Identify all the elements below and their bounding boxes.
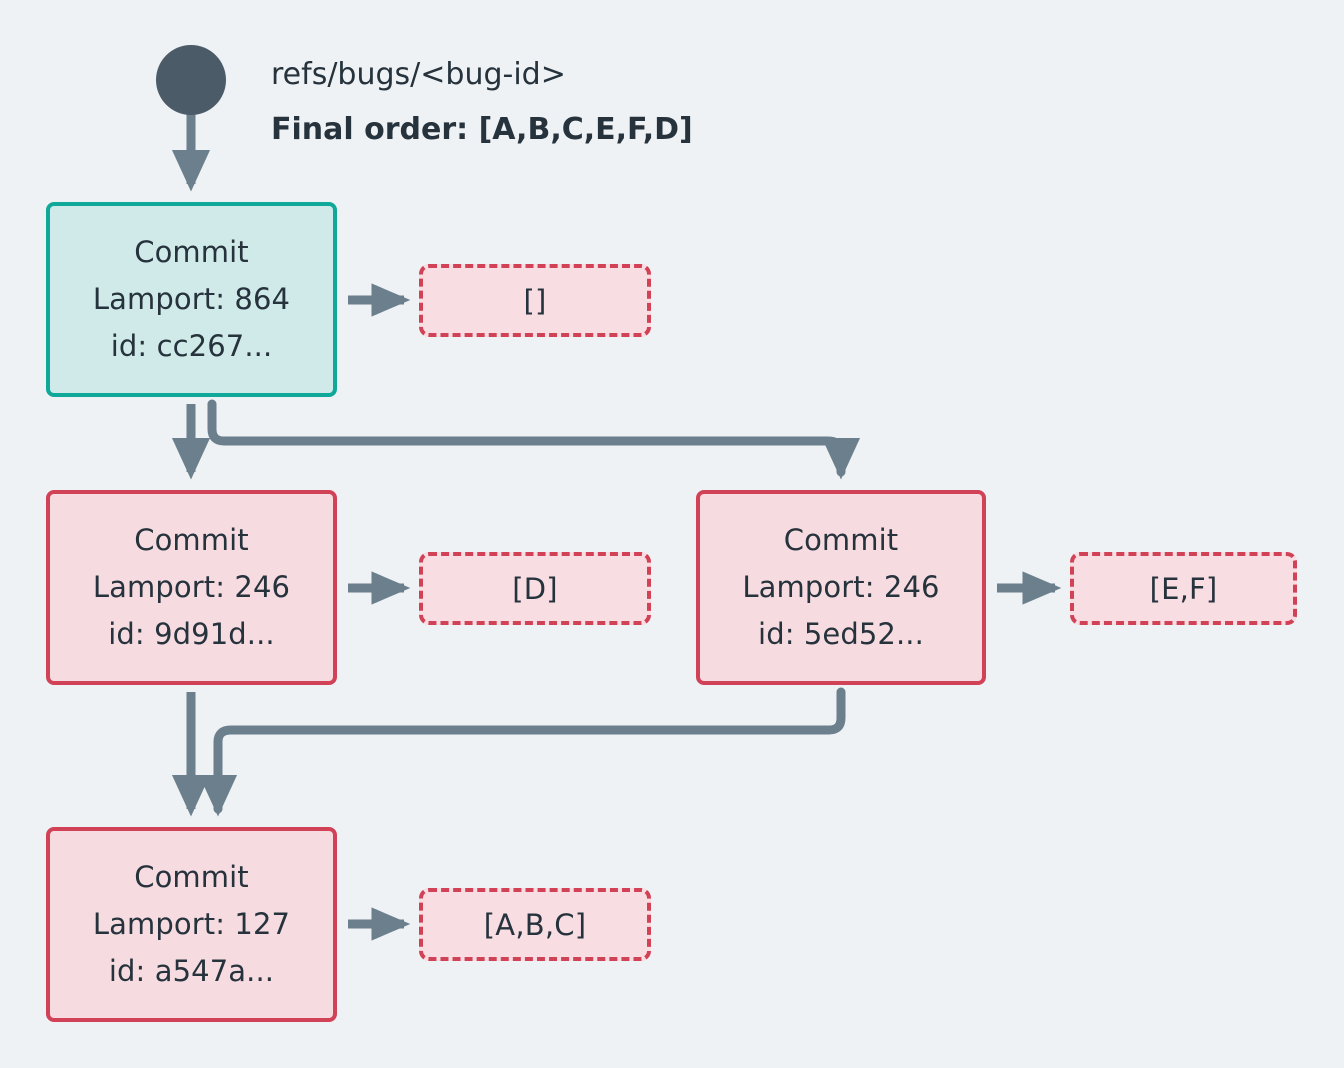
commit-node-5ed52[interactable]: Commit Lamport: 246 id: 5ed52... bbox=[696, 490, 986, 685]
ops-chip-a547a[interactable]: [A,B,C] bbox=[419, 888, 651, 961]
commit-lamport: Lamport: 246 bbox=[742, 570, 940, 605]
commit-id: id: cc267... bbox=[110, 328, 273, 363]
commit-node-9d91d[interactable]: Commit Lamport: 246 id: 9d91d... bbox=[46, 490, 337, 685]
commit-title: Commit bbox=[134, 860, 249, 895]
ref-path-label: refs/bugs/<bug-id> bbox=[271, 57, 566, 92]
commit-title: Commit bbox=[134, 235, 249, 270]
commit-node-cc267[interactable]: Commit Lamport: 864 id: cc267... bbox=[46, 202, 337, 397]
ops-chip-9d91d[interactable]: [D] bbox=[419, 552, 651, 625]
commit-lamport: Lamport: 246 bbox=[92, 570, 291, 605]
edge-5ed52-to-a547a bbox=[198, 687, 846, 817]
commit-id: id: a547a... bbox=[108, 953, 275, 988]
commit-lamport: Lamport: 127 bbox=[92, 907, 291, 942]
edge-cc267-to-5ed52 bbox=[207, 399, 861, 480]
commit-lamport: Lamport: 864 bbox=[92, 282, 291, 317]
commit-id: id: 5ed52... bbox=[758, 616, 924, 651]
final-order-label: Final order: [A,B,C,E,F,D] bbox=[271, 112, 693, 147]
commit-id: id: 9d91d... bbox=[108, 616, 275, 651]
commit-node-a547a[interactable]: Commit Lamport: 127 id: a547a... bbox=[46, 827, 337, 1022]
commit-title: Commit bbox=[783, 523, 899, 558]
commit-title: Commit bbox=[134, 523, 249, 558]
ops-chip-5ed52[interactable]: [E,F] bbox=[1070, 552, 1297, 625]
ops-chip-cc267[interactable]: [] bbox=[419, 264, 651, 337]
ref-head-dot bbox=[156, 45, 226, 115]
